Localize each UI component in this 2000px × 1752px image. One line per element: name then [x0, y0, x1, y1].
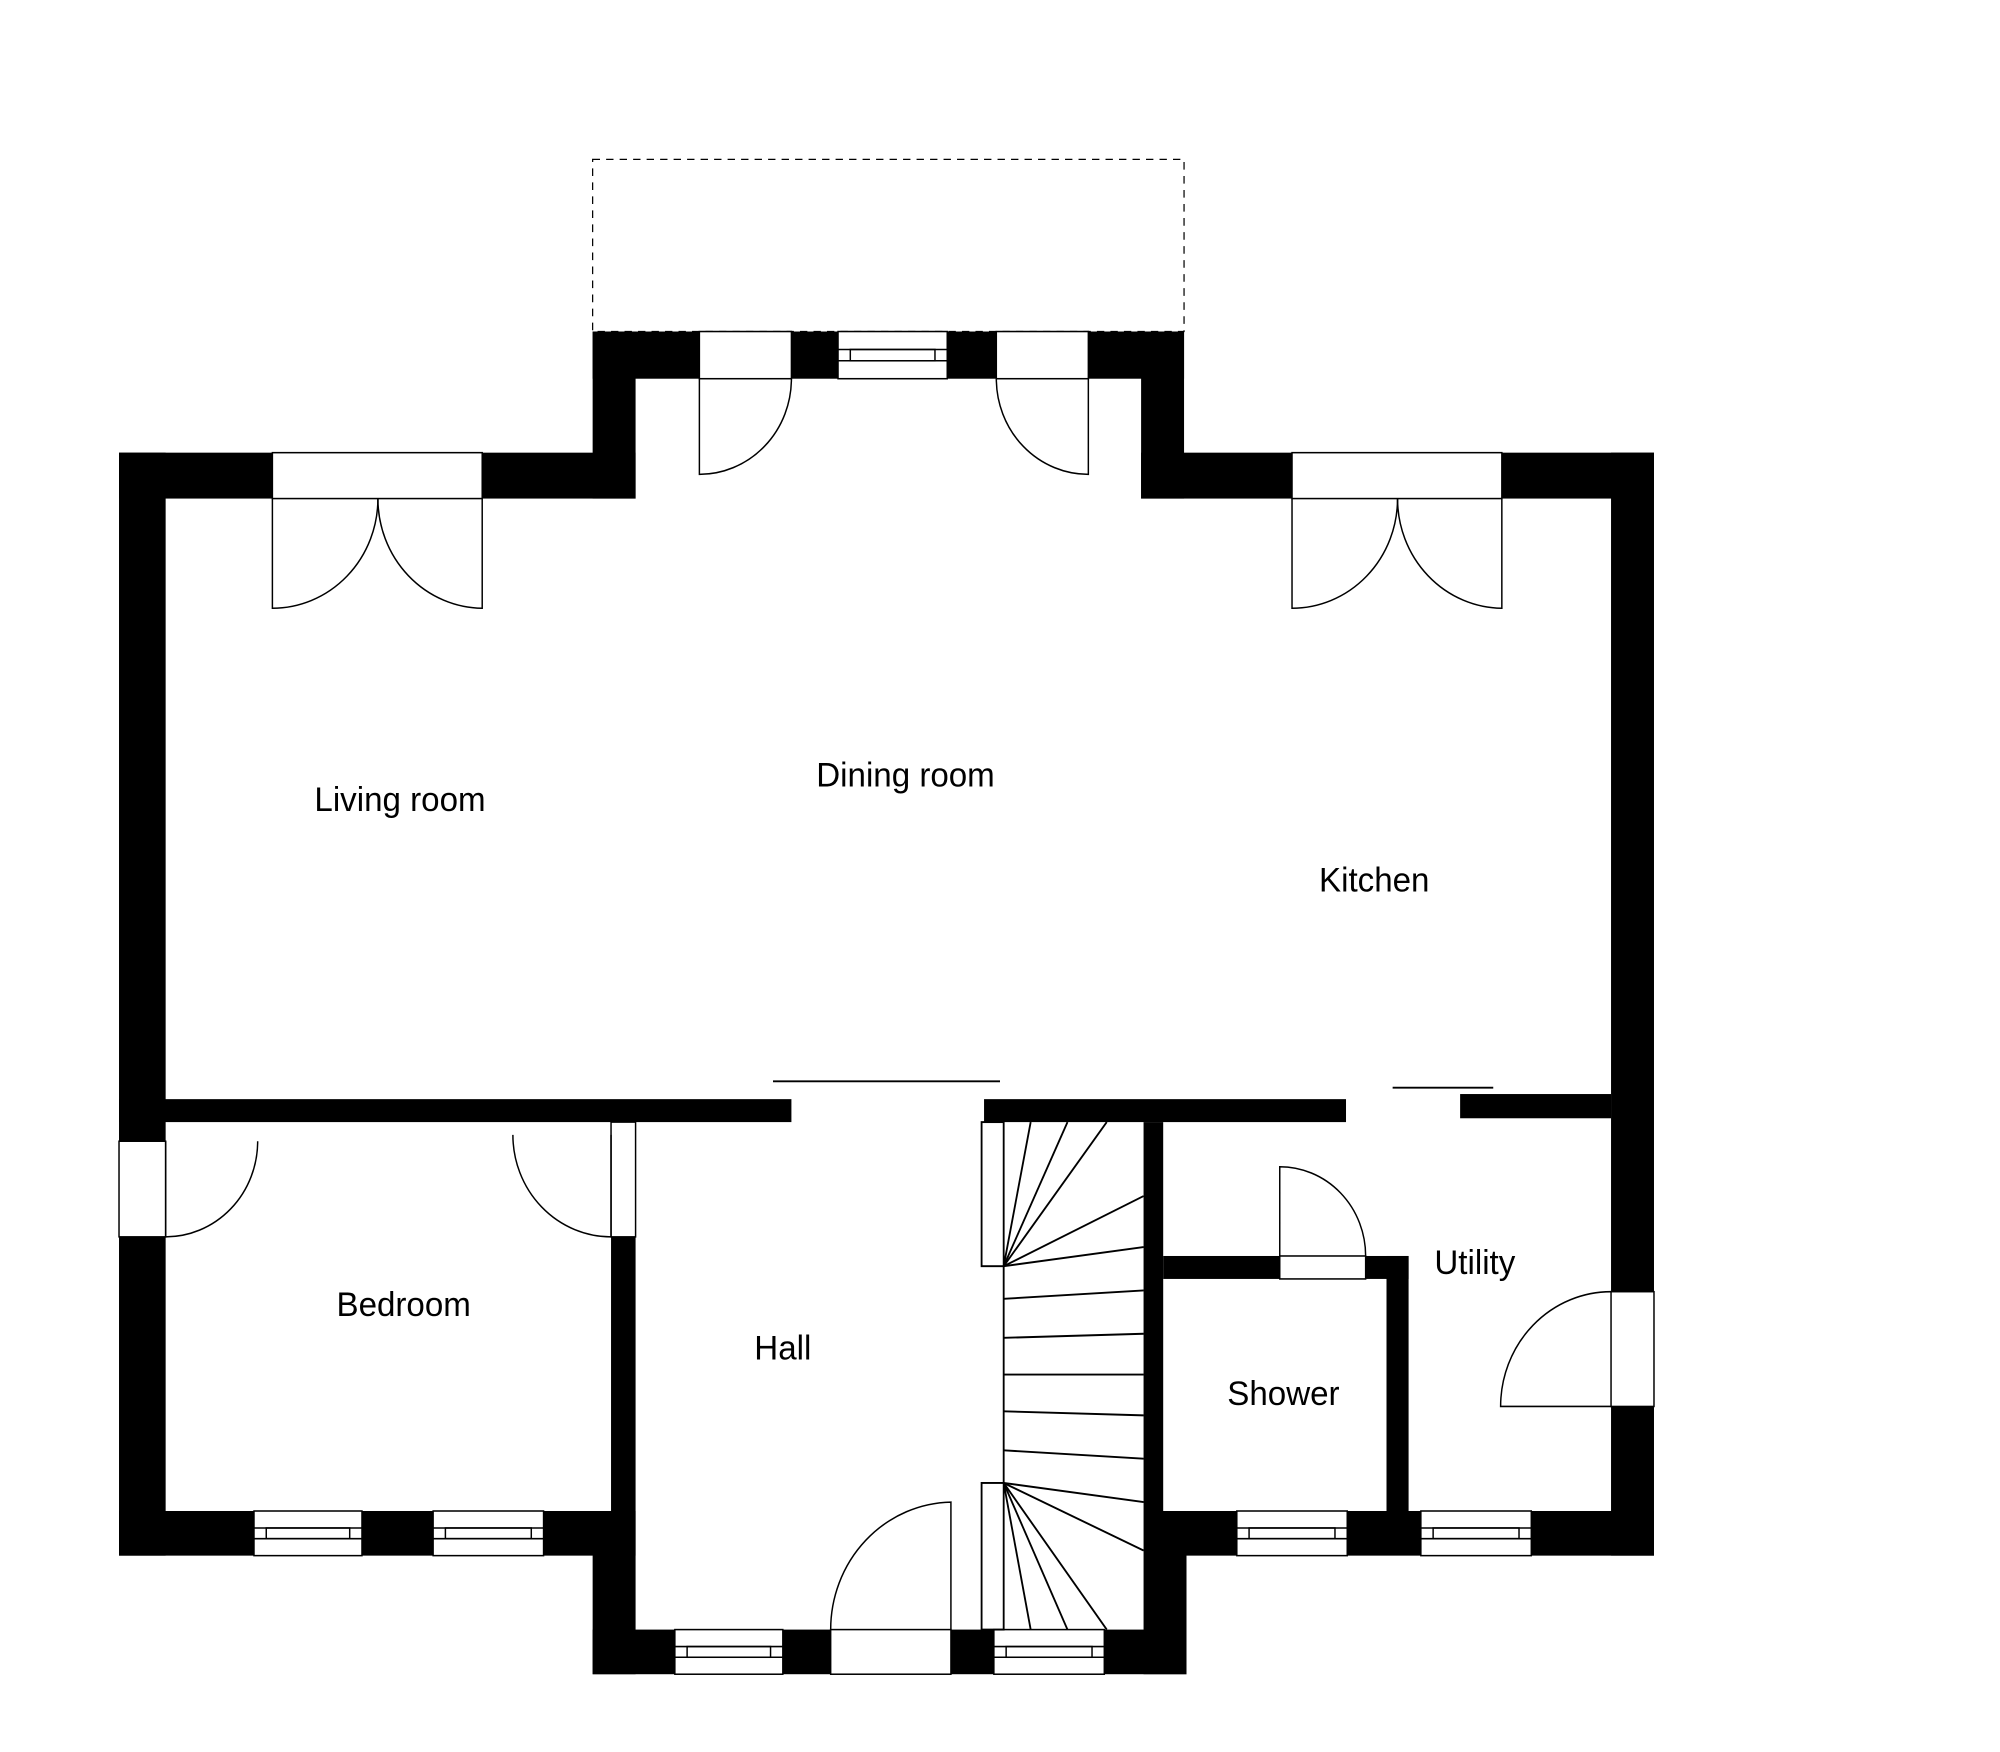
- wall-segment: [1143, 1511, 1187, 1675]
- window-sash: [1248, 1527, 1336, 1540]
- wall-segment: [611, 1236, 636, 1512]
- wall-segment: [119, 1511, 254, 1556]
- wall-segment: [119, 1236, 166, 1556]
- wall-segment: [950, 1629, 994, 1675]
- wall-segment: [1141, 452, 1293, 499]
- window-sash: [1432, 1527, 1520, 1540]
- wall-segment: [592, 1629, 675, 1675]
- stair-tread: [1002, 1482, 1032, 1630]
- wall-segment: [1143, 1122, 1164, 1512]
- door-opening: [610, 1121, 637, 1238]
- stair-tread: [1002, 1482, 1108, 1631]
- window-sash: [686, 1645, 772, 1659]
- door-swing: [1291, 498, 1399, 609]
- wall-segment: [1531, 1511, 1654, 1556]
- stair-tread: [1002, 1121, 1108, 1267]
- door-opening: [698, 330, 793, 380]
- wall-segment: [1186, 1511, 1237, 1556]
- room-label-shower: Shower: [1227, 1375, 1339, 1414]
- window-sash: [849, 348, 936, 362]
- wall-segment: [791, 331, 839, 379]
- room-label-utility: Utility: [1434, 1243, 1515, 1282]
- door-opening: [995, 330, 1090, 380]
- stair-tread: [1003, 1195, 1144, 1268]
- door-swing: [1279, 1165, 1367, 1256]
- stair-tread: [1003, 1246, 1144, 1268]
- room-label-bedroom: Bedroom: [337, 1285, 471, 1324]
- door-opening: [1279, 1255, 1367, 1280]
- door-opening: [1610, 1290, 1655, 1408]
- wall-segment: [984, 1099, 1347, 1123]
- stair-tread: [1003, 1332, 1144, 1339]
- wall-segment: [1163, 1255, 1280, 1279]
- wall-segment: [119, 452, 273, 499]
- stair-tread: [1003, 1410, 1144, 1417]
- door-swing: [829, 1501, 952, 1630]
- door-swing: [164, 1141, 259, 1238]
- stair-tread: [1002, 1121, 1032, 1267]
- door-swing: [1396, 498, 1503, 610]
- room-label-dining: Dining room: [816, 756, 995, 795]
- door-opening: [118, 1140, 167, 1238]
- wall-segment: [1386, 1255, 1409, 1512]
- wall-segment: [361, 1511, 434, 1556]
- room-label-living: Living room: [314, 780, 485, 819]
- stair-tread: [1003, 1289, 1144, 1300]
- stair-tread: [1002, 1482, 1069, 1630]
- walls: [119, 331, 1654, 1675]
- doors: [164, 378, 1612, 1630]
- door-opening: [829, 1628, 952, 1675]
- staircase: [980, 1121, 1144, 1631]
- window-sash: [444, 1527, 533, 1540]
- wall-segment: [1611, 452, 1654, 1292]
- window-sash: [1005, 1645, 1093, 1659]
- door-opening: [1291, 451, 1503, 500]
- door-swing: [512, 1134, 612, 1238]
- stair-stringer: [980, 1481, 1005, 1631]
- terrace-outline: [592, 158, 1185, 333]
- room-label-kitchen: Kitchen: [1319, 861, 1429, 900]
- window-sash: [265, 1527, 351, 1540]
- stair-tread: [1003, 1482, 1144, 1504]
- stair-tread: [1003, 1449, 1144, 1460]
- openings: [118, 330, 1655, 1675]
- wall-segment: [947, 331, 997, 379]
- wall-segment: [592, 331, 700, 379]
- stair-tread: [1002, 1121, 1069, 1267]
- wall-segment: [1460, 1094, 1612, 1119]
- room-label-hall: Hall: [754, 1329, 811, 1368]
- door-swing: [1499, 1290, 1612, 1408]
- door-swing: [377, 498, 483, 610]
- door-swing: [995, 378, 1090, 476]
- wall-segment: [1347, 1511, 1421, 1556]
- stair-stringer: [980, 1121, 1005, 1268]
- wall-segment: [119, 452, 166, 1142]
- wall-segment: [782, 1629, 831, 1675]
- stair-tread: [1003, 1482, 1144, 1552]
- door-swing: [271, 498, 379, 609]
- door-swing: [698, 378, 793, 476]
- wall-segment: [119, 1099, 792, 1123]
- door-opening: [271, 451, 483, 500]
